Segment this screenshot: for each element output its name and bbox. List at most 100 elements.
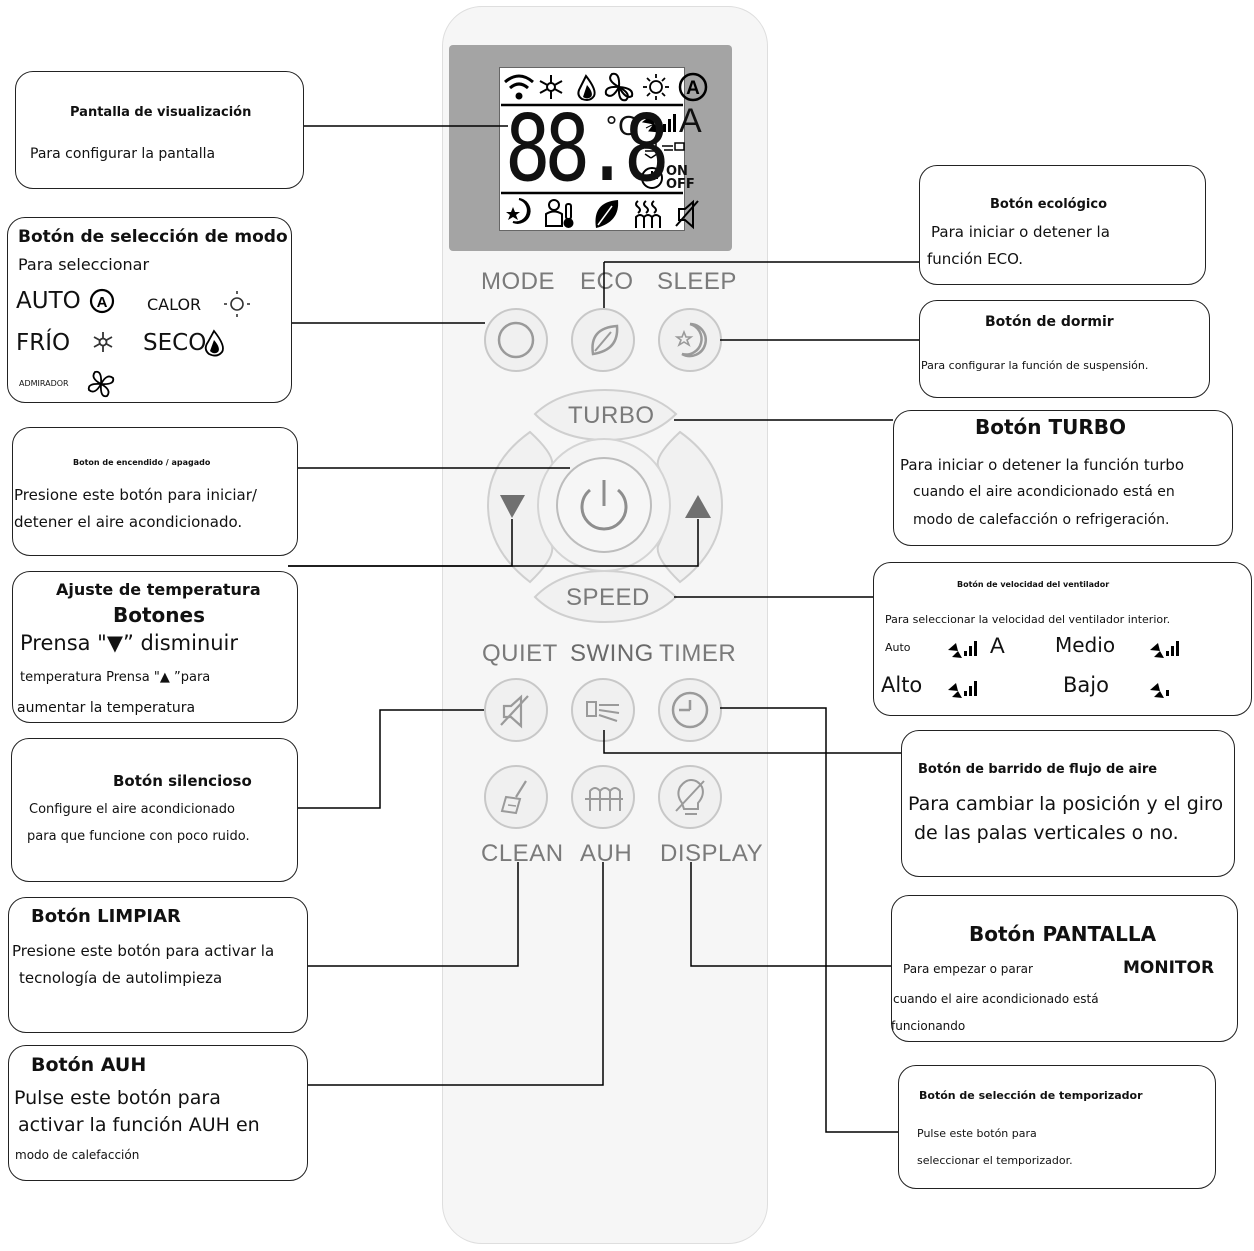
speed-label: SPEED [566, 584, 650, 611]
snowflake-icon [539, 75, 563, 99]
callout-clean [8, 897, 308, 1033]
auh-line1: Pulse este botón para [14, 1087, 221, 1109]
display-screen-desc: Para configurar la pantalla [30, 146, 216, 162]
turbo-line1: Para iniciar o detener la función turbo [900, 456, 1185, 474]
callout-power [12, 427, 298, 556]
swing-airflow-icon [586, 701, 620, 722]
drop-icon [577, 74, 596, 101]
quiet-button[interactable] [484, 678, 548, 742]
display-button-monitor: MONITOR [1123, 958, 1215, 978]
display-screen-title: Pantalla de visualización [70, 105, 252, 120]
callout-auh [8, 1045, 308, 1181]
auh-heater-icon [585, 787, 623, 811]
power-title: Boton de encendido / apagado [73, 458, 211, 467]
display-button-line3: funcionando [891, 1019, 966, 1033]
legend-drop-icon [204, 329, 224, 357]
timer-line1: Pulse este botón para [917, 1127, 1037, 1140]
sleep-desc: Para configurar la función de suspensión… [921, 359, 1149, 372]
mode-auto-label: AUTO [16, 288, 81, 314]
callout-turbo [893, 410, 1233, 546]
temperature-line3: aumentar la temperatura [17, 700, 196, 716]
clean-title: Botón LIMPIAR [31, 906, 181, 927]
mode-cycle-icon [497, 321, 535, 359]
callout-temperature [12, 571, 298, 723]
fan-speed-medio-icon [1150, 641, 1179, 658]
turbo-title: Botón TURBO [975, 415, 1127, 439]
callout-sleep [919, 300, 1210, 398]
sleep-icon [506, 198, 531, 224]
turbo-line2: cuando el aire acondicionado está en [913, 484, 1175, 500]
lcd-off: OFF [666, 177, 695, 192]
lcd-unit: °C [605, 112, 637, 142]
power-line2: detener el aire acondicionado. [14, 513, 243, 531]
quiet-mute-icon [500, 694, 529, 729]
callout-display-button [891, 895, 1238, 1042]
display-label: DISPLAY [660, 840, 764, 867]
fan-speed-auto-icon [948, 641, 977, 658]
callout-quiet [11, 738, 298, 882]
eco-title: Botón ecológico [990, 197, 1108, 212]
quiet-line1: Configure el aire acondicionado [29, 802, 235, 817]
down-triangle-icon [500, 495, 525, 518]
callout-eco [919, 165, 1206, 285]
quiet-line2: para que funcione con poco ruido. [27, 829, 250, 844]
clean-line1: Presione este botón para activar la [12, 942, 275, 960]
eco-line2: función ECO. [927, 250, 1024, 268]
mode-frio-label: FRÍO [16, 330, 71, 356]
turbo-label: TURBO [568, 402, 655, 429]
fan-speed-auto: Auto [885, 641, 911, 654]
clean-label: CLEAN [481, 840, 564, 867]
louver-icon [644, 142, 685, 159]
timer-clock-icon [671, 691, 709, 729]
eco-leaf-icon [591, 324, 619, 356]
legend-snowflake-icon [93, 332, 113, 352]
temperature-title1: Ajuste de temperatura [56, 580, 261, 599]
clean-button[interactable] [484, 765, 548, 829]
display-button[interactable] [658, 765, 722, 829]
person-thermometer-icon [545, 199, 574, 228]
eco-button[interactable] [571, 308, 635, 372]
sun-icon [643, 74, 669, 100]
legend-auto-icon: A [89, 288, 115, 314]
auh-button[interactable] [571, 765, 635, 829]
display-button-line1: Para empezar o parar [903, 962, 1033, 976]
callout-swing [901, 730, 1235, 877]
temperature-title2: Botones [113, 603, 205, 627]
wifi-icon [504, 74, 534, 100]
fan-speed-bajo-icon [1150, 683, 1169, 698]
lcd-screen [499, 67, 685, 231]
sleep-label: SLEEP [657, 268, 737, 295]
eco-label: ECO [580, 268, 634, 295]
quiet-title: Botón silencioso [113, 772, 252, 790]
power-line1: Presione este botón para iniciar/ [14, 486, 257, 504]
svg-text:A: A [97, 294, 108, 311]
timer-label: TIMER [659, 640, 737, 667]
lcd-on: ON [666, 164, 688, 179]
turbo-line3: modo de calefacción o refrigeración. [913, 512, 1170, 528]
eco-line1: Para iniciar o detener la [931, 223, 1110, 241]
sleep-moon-icon [674, 322, 707, 358]
callout-timer [898, 1065, 1216, 1189]
lcd-fan-speed-icon [641, 114, 676, 133]
swing-button[interactable] [571, 678, 635, 742]
timer-line2: seleccionar el temporizador. [917, 1154, 1073, 1167]
legend-fan-icon [87, 370, 115, 398]
callout-mode-select [7, 217, 292, 403]
lcd-auto-letter: A [679, 102, 702, 140]
fan-speed-alto-icon [948, 681, 977, 698]
clock-icon [641, 167, 663, 189]
fan-speed-bajo: Bajo [1063, 673, 1109, 697]
sleep-title: Botón de dormir [985, 314, 1114, 330]
timer-button[interactable] [658, 678, 722, 742]
auh-label: AUH [580, 840, 633, 867]
mode-select-desc: Para seleccionar [18, 255, 150, 274]
auh-line3: modo de calefacción [15, 1148, 140, 1162]
display-button-title: Botón PANTALLA [969, 922, 1157, 946]
mode-button[interactable] [484, 308, 548, 372]
mode-admirador-label: ADMIRADOR [19, 379, 69, 388]
mode-seco-label: SECO [143, 330, 207, 356]
mute-icon [675, 199, 699, 230]
